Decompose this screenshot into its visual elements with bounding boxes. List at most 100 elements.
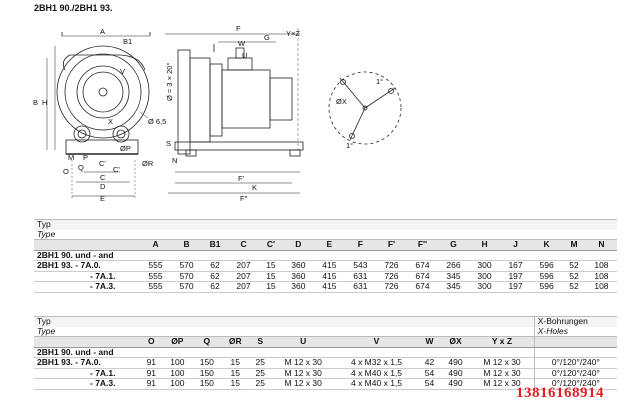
typ-label: Typ xyxy=(34,219,617,230)
table-cell: 62 xyxy=(202,281,228,293)
table-cell: 207 xyxy=(228,271,260,282)
table-row: 2BH1 93. - 7A.0. 91 100 150 15 25 M 12 x… xyxy=(34,357,617,369)
table-cell: 726 xyxy=(375,271,407,282)
table-cell: 360 xyxy=(282,271,314,282)
table-cell: 52 xyxy=(562,260,586,272)
table-cell: 62 xyxy=(202,271,228,282)
row-label: - 7A.3. xyxy=(34,281,140,293)
column-header: C' xyxy=(259,239,283,251)
table-cell: 490 xyxy=(440,378,471,390)
svg-text:D: D xyxy=(100,182,106,191)
column-header: F' xyxy=(375,239,407,251)
table-cell: 15 xyxy=(221,357,249,369)
svg-text:Q: Q xyxy=(78,163,84,172)
table-cell: 596 xyxy=(531,271,563,282)
svg-text:X: X xyxy=(108,117,113,126)
svg-text:S: S xyxy=(166,139,171,148)
table-cell: 15 xyxy=(221,368,249,379)
phone-watermark: 13816168914 xyxy=(516,385,604,401)
typ-label: Typ xyxy=(34,316,535,327)
table-cell: 300 xyxy=(469,260,501,272)
table-cell: 197 xyxy=(500,281,532,293)
column-header: ØR xyxy=(221,336,249,348)
table-cell: 555 xyxy=(140,281,172,293)
column-header: G xyxy=(437,239,469,251)
table-cell: 570 xyxy=(171,271,203,282)
svg-text:F'': F'' xyxy=(240,194,248,203)
table-row: 2BH1 90. und - and xyxy=(34,250,617,261)
column-header: D xyxy=(282,239,314,251)
row-label: - 7A.1. xyxy=(34,271,140,282)
svg-text:C: C xyxy=(100,173,106,182)
table-cell: 108 xyxy=(585,281,617,293)
table-cell: 631 xyxy=(344,271,376,282)
svg-text:Ø = 3 × 20°: Ø = 3 × 20° xyxy=(165,63,174,101)
svg-text:F': F' xyxy=(238,174,245,183)
svg-text:1°: 1° xyxy=(346,141,353,150)
column-header xyxy=(533,336,617,348)
table-cell: 150 xyxy=(192,368,222,379)
svg-text:V: V xyxy=(120,67,125,76)
table-cell: 25 xyxy=(248,368,272,379)
table-cell: 15 xyxy=(259,281,283,293)
svg-text:C': C' xyxy=(99,159,106,168)
svg-text:M: M xyxy=(68,153,74,162)
table-cell: 726 xyxy=(375,281,407,293)
table-cell: 4 x M32 x 1,5 xyxy=(334,357,419,369)
table-cell: 15 xyxy=(259,271,283,282)
table-cell: 62 xyxy=(202,260,228,272)
table-cell: 570 xyxy=(171,281,203,293)
column-header: C xyxy=(228,239,260,251)
type-label: Type xyxy=(34,229,617,240)
table-cell: 596 xyxy=(531,281,563,293)
dimensions-table-2: Typ X-Bohrungen Type X-Holes O ØP Q ØR S… xyxy=(34,316,617,390)
table-cell: 52 xyxy=(562,271,586,282)
table-cell: 91 xyxy=(140,378,163,390)
column-header: F'' xyxy=(406,239,438,251)
column-header: B1 xyxy=(202,239,228,251)
row-label: - 7A.1. xyxy=(34,368,140,379)
table-cell: 25 xyxy=(248,357,272,369)
column-header: U xyxy=(271,336,335,348)
column-header: K xyxy=(531,239,563,251)
column-header: W xyxy=(418,336,441,348)
type-label: Type xyxy=(34,326,535,337)
column-header: H xyxy=(469,239,501,251)
svg-text:ØP: ØP xyxy=(120,144,131,153)
table-cell: 54 xyxy=(418,378,441,390)
table-cell: 25 xyxy=(248,378,272,390)
table-cell: 4 x M40 x 1,5 xyxy=(334,368,419,379)
column-header: J xyxy=(500,239,532,251)
table-cell: 674 xyxy=(406,271,438,282)
table-cell: 726 xyxy=(375,260,407,272)
column-header: ØP xyxy=(162,336,193,348)
table-cell: M 12 x 30 xyxy=(271,357,335,369)
table-cell: 0°/120°/240° xyxy=(533,378,617,390)
svg-text:P: P xyxy=(83,153,88,162)
table-row: 2BH1 93. - 7A.0. 555 570 62 207 15 360 4… xyxy=(34,260,617,272)
table-cell: M 12 x 30 xyxy=(271,378,335,390)
table-cell: 674 xyxy=(406,260,438,272)
svg-text:G: G xyxy=(264,33,270,42)
table-cell: M 12 x 30 xyxy=(470,357,535,369)
table-cell: 197 xyxy=(500,271,532,282)
svg-text:B: B xyxy=(33,98,38,107)
svg-text:Ø 6,5: Ø 6,5 xyxy=(148,117,166,126)
table-cell: 100 xyxy=(162,357,193,369)
table-cell: 555 xyxy=(140,260,172,272)
table-cell: 345 xyxy=(437,271,469,282)
svg-text:A: A xyxy=(100,27,105,36)
table-row: - 7A.3. 555 570 62 207 15 360 415 631 72… xyxy=(34,281,617,293)
column-header: Y x Z xyxy=(470,336,535,348)
table-cell: 631 xyxy=(344,281,376,293)
table-cell: 345 xyxy=(437,281,469,293)
table-cell: 0°/120°/240° xyxy=(533,368,617,379)
row-label: 2BH1 90. und - and xyxy=(34,347,140,358)
svg-text:N: N xyxy=(172,156,177,165)
table-cell: 91 xyxy=(140,368,163,379)
table-row: - 7A.1. 91 100 150 15 25 M 12 x 30 4 x M… xyxy=(34,368,617,379)
table-cell: 0°/120°/240° xyxy=(533,357,617,369)
table-cell: M 12 x 30 xyxy=(271,368,335,379)
svg-text:U: U xyxy=(242,51,247,60)
table-cell: 543 xyxy=(344,260,376,272)
